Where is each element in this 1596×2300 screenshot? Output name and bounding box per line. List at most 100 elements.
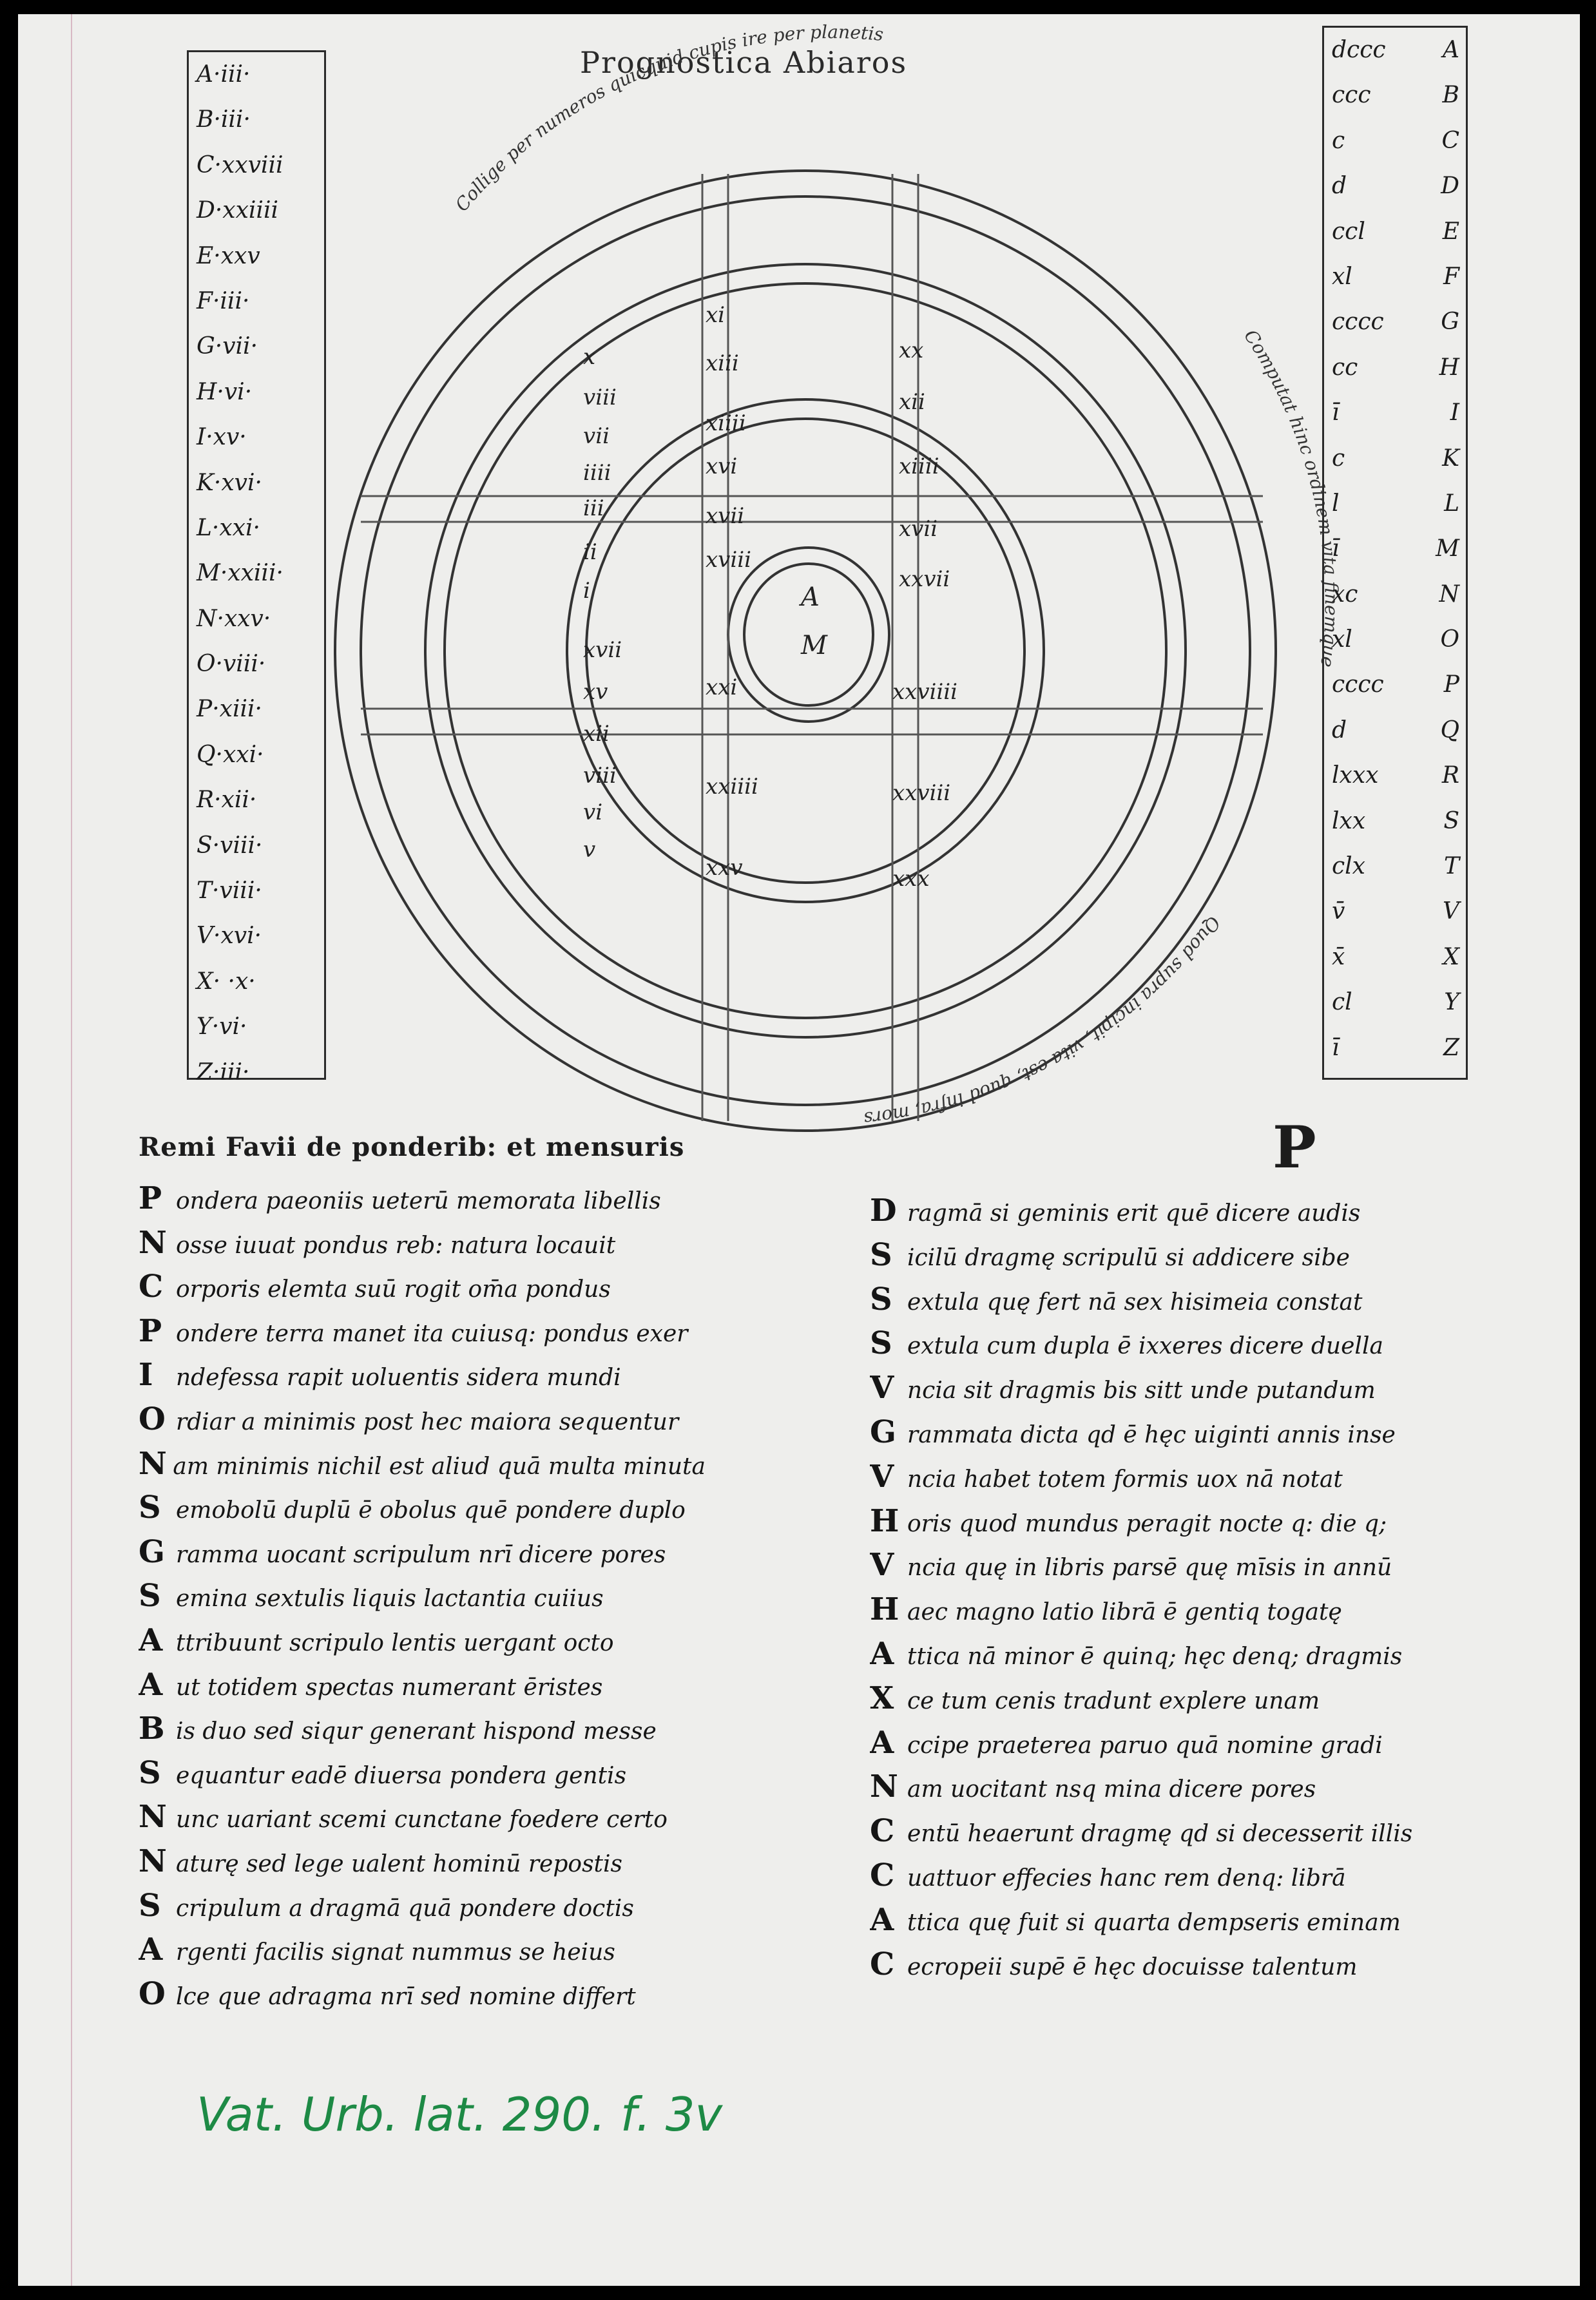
verse-initial: S bbox=[870, 1325, 892, 1362]
left-column-entry: Q·xxi· bbox=[197, 741, 264, 768]
verse-initial: B bbox=[139, 1711, 165, 1747]
right-column-value: c bbox=[1332, 127, 1345, 154]
verse-initial: C bbox=[870, 1813, 895, 1850]
left-column-entry: M·xxiii· bbox=[197, 560, 284, 587]
verse-initial: P bbox=[139, 1180, 162, 1216]
wheel-number-label: xii bbox=[899, 389, 925, 415]
left-column-entry: D·xxiiii bbox=[197, 197, 278, 224]
verse-text: cripulum a dragmā quā pondere doctis bbox=[176, 1895, 634, 1922]
right-column-entry: x̄X bbox=[1324, 935, 1466, 980]
right-column-letter: Z bbox=[1443, 1034, 1459, 1061]
verse-initial: D bbox=[870, 1193, 897, 1229]
parchment-sheet bbox=[18, 14, 1580, 2286]
wheel-number-label: ii bbox=[583, 539, 597, 565]
right-column-value: cc bbox=[1332, 354, 1358, 381]
wheel-number-label: iii bbox=[583, 495, 604, 521]
verse-text: ncia sit dragmis bis sitt unde putandum bbox=[907, 1377, 1376, 1404]
verse-initial: V bbox=[870, 1547, 894, 1584]
right-column-letter: Y bbox=[1444, 989, 1459, 1016]
outer-ring-inner bbox=[360, 195, 1251, 1106]
right-column-value: v̄ bbox=[1332, 898, 1345, 925]
wheel-number-label: v bbox=[583, 837, 595, 863]
right-column-entry: xc N bbox=[1324, 572, 1466, 617]
verse-text: equantur eadē diuersa pondera gentis bbox=[176, 1762, 627, 1789]
wheel-number-label: xv bbox=[583, 679, 608, 705]
left-column-entry: P·xiii· bbox=[197, 696, 262, 723]
verse-initial: V bbox=[870, 1458, 894, 1495]
right-column-value: xl bbox=[1332, 263, 1352, 290]
wheel-number-label: xiiii bbox=[899, 454, 939, 479]
right-column-value: cccc bbox=[1332, 309, 1384, 336]
right-column-value: xl bbox=[1332, 626, 1352, 653]
right-column-value: ī bbox=[1332, 535, 1340, 562]
left-column-entry: B·iii· bbox=[197, 106, 251, 133]
inner-ring bbox=[566, 398, 1045, 903]
wheel-center-letter: M bbox=[800, 631, 828, 660]
verse-text: aec magno latio librā ē gentiq togatę bbox=[907, 1599, 1342, 1626]
verse-text: ncia quę in libris parsē quę mīsis in an… bbox=[907, 1555, 1392, 1582]
verse-text: emobolū duplū ē obolus quē pondere duplo bbox=[176, 1497, 686, 1524]
wheel-number-label: xxv bbox=[706, 855, 743, 881]
right-column-letter: R bbox=[1441, 762, 1459, 789]
verse-initial: S bbox=[870, 1236, 892, 1273]
verse-initial: S bbox=[139, 1578, 161, 1615]
right-column-letter: S bbox=[1443, 807, 1459, 834]
left-column-entry: A·iii· bbox=[197, 61, 251, 88]
verse-initial: S bbox=[139, 1887, 161, 1924]
verse-initial: G bbox=[139, 1533, 165, 1570]
wheel-number-label: xx bbox=[899, 338, 923, 363]
verse-initial: N bbox=[870, 1768, 898, 1805]
left-column-entry: Z·iii· bbox=[197, 1059, 250, 1086]
wheel-number-label: xviii bbox=[706, 547, 751, 573]
outer-ring bbox=[334, 169, 1277, 1132]
middle-ring-inner bbox=[443, 282, 1168, 1019]
verse-initial: N bbox=[139, 1224, 167, 1261]
right-column-entry: v̄V bbox=[1324, 889, 1466, 934]
verse-initial: O bbox=[139, 1975, 166, 2012]
verse-initial: C bbox=[870, 1857, 895, 1893]
right-column-letter: N bbox=[1439, 580, 1460, 608]
verse-text: rdiar a minimis post hec maiora sequentu… bbox=[176, 1408, 679, 1435]
right-column-value: xc bbox=[1332, 580, 1358, 608]
left-column-entry: X· ·x· bbox=[197, 968, 256, 995]
wheel-number-label: vii bbox=[583, 423, 610, 449]
poem-heading: Remi Favii de ponderib: et mensuris bbox=[139, 1132, 685, 1162]
right-column-value: c bbox=[1332, 445, 1345, 472]
verse-initial: N bbox=[139, 1843, 167, 1879]
left-column-entry: N·xxv· bbox=[197, 605, 271, 632]
wheel-number-label: xvi bbox=[706, 454, 737, 479]
verse-initial: C bbox=[870, 1946, 895, 1982]
verse-text: aturę sed lege ualent hominū repostis bbox=[176, 1850, 622, 1877]
verse-text: ce tum cenis tradunt explere unam bbox=[907, 1687, 1320, 1714]
verse-text: ccipe praeterea paruo quā nomine gradi bbox=[907, 1732, 1383, 1759]
wheel-number-label: xxviii bbox=[892, 780, 950, 806]
right-column-letter: E bbox=[1442, 218, 1459, 245]
wheel-number-label: xxiiii bbox=[706, 774, 758, 800]
right-column-letter: I bbox=[1450, 399, 1459, 426]
